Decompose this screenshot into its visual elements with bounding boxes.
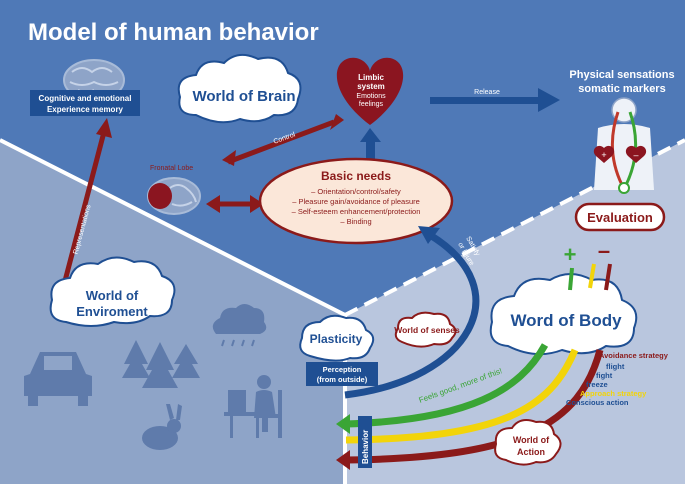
perception-line1: Perception [323, 365, 362, 374]
plasticity-cloud: Plasticity [299, 314, 375, 362]
rain-cloud-icon [212, 304, 267, 347]
release-arrow [430, 88, 560, 112]
satisfy-arrow [344, 232, 480, 399]
plasticity-label: Plasticity [310, 332, 363, 346]
minus-sign: – [598, 238, 610, 263]
basic-need-item: – Pleasure gain/avoidance of pleasure [292, 197, 420, 206]
svg-text:+: + [601, 150, 606, 160]
world-of-brain-label: World of Brain [192, 88, 295, 105]
physical-line2: somatic markers [578, 83, 665, 95]
basic-need-item: – Binding [340, 217, 371, 226]
limbic-line4: feelings [359, 101, 384, 108]
perception-box [306, 362, 378, 386]
yellow-stem [588, 263, 596, 289]
frontal-lobe-label: Fronatal Lobe [150, 165, 193, 172]
frontal-brain-icon [147, 177, 201, 215]
heart-icon [336, 57, 404, 125]
world-of-environment-line2: Enviroment [76, 304, 148, 319]
world-of-environment-line1: World of [86, 288, 139, 303]
minus-stem [604, 263, 612, 291]
basic-needs-list: – Orientation/control/safety– Pleasure g… [292, 187, 421, 226]
strategy-approach: Approach strategy [580, 389, 647, 398]
strategy-avoidance: Avoidance strategy [599, 351, 669, 360]
rabbit-icon [142, 404, 182, 450]
plus-sign: + [564, 242, 577, 267]
world-of-senses-label: World of senses [394, 325, 460, 335]
perception-line2: (from outside) [317, 375, 368, 384]
person-at-computer-icon [224, 375, 282, 438]
behavior-box [358, 416, 372, 468]
strategy-conscious: Conscious action [566, 398, 629, 407]
yellow-behavior-arrow [345, 348, 579, 444]
release-label: Release [474, 89, 500, 96]
limbic-line1: Limbic [358, 73, 384, 82]
basic-need-item: – Orientation/control/safety [311, 187, 401, 196]
green-behavior-arrow [345, 343, 549, 428]
human-body-icon: + – [593, 97, 654, 194]
evaluation-label: Evaluation [587, 210, 653, 225]
trees-icon [122, 340, 200, 388]
control-arrow [227, 119, 335, 165]
memory-line1: Cognitive and emotional [39, 94, 132, 103]
strategy-flight: flight [606, 362, 625, 371]
representations-arrow [57, 131, 107, 301]
plus-stem [568, 267, 574, 291]
world-of-action-cloud: World of Action [494, 419, 562, 466]
world-of-brain-cloud: World of Brain [177, 53, 302, 124]
car-icon [24, 352, 92, 406]
memory-line2: Experience memory [47, 105, 124, 114]
word-of-body-label: Word of Body [510, 311, 622, 330]
diagram-title: Model of human behavior [28, 19, 319, 46]
basic-needs-title: Basic needs [321, 169, 391, 183]
evaluation-box [574, 202, 666, 232]
memory-label-box [30, 90, 140, 116]
strategy-fight: fight [596, 371, 613, 380]
physical-line1: Physical sensations [569, 69, 674, 81]
world-of-senses-cloud: World of senses [394, 311, 460, 348]
basic-need-item: – Self-esteem enhancement/protection [292, 207, 421, 216]
needs-limbic-arrow [366, 138, 375, 162]
world-of-action-line1: World of [513, 435, 550, 445]
word-of-body-cloud: Word of Body [489, 273, 638, 356]
world-of-environment-cloud: World of Enviroment [49, 256, 176, 327]
behavior-label: Behavior [361, 430, 370, 464]
limbic-line2: system [357, 82, 385, 91]
strategy-freeze: freeze [586, 380, 608, 389]
svg-text:–: – [633, 150, 638, 160]
basic-needs-box [258, 157, 454, 245]
world-of-action-line2: Action [517, 447, 545, 457]
limbic-line3: Emotions [356, 93, 386, 100]
